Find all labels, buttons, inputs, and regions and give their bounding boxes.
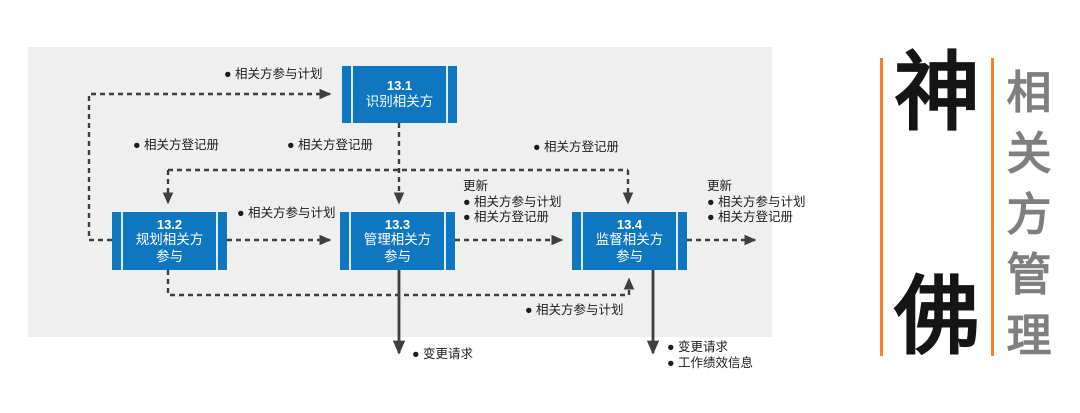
brand-characters: 神 佛 xyxy=(886,50,988,360)
vertical-title: 相 关 方 管 理 xyxy=(1000,70,1058,358)
label-plan-13.2-to-13.4: ● 相关方参与计划 xyxy=(525,303,624,317)
accent-rule-left xyxy=(880,58,883,356)
process-name: 管理相关方 参与 xyxy=(363,232,432,264)
label-outputs-13.4: ● 变更请求 ● 工作绩效信息 xyxy=(667,340,753,371)
update-title: 更新 xyxy=(463,179,489,193)
process-box-13.4: 13.4 监督相关方 参与 xyxy=(572,212,687,270)
output-item: ● 工作绩效信息 xyxy=(667,355,754,370)
output-item: ● 变更请求 xyxy=(667,340,729,354)
update-item: ● 相关方参与计划 xyxy=(707,194,806,209)
process-box-13.3: 13.3 管理相关方 参与 xyxy=(340,212,455,270)
process-code: 13.1 xyxy=(386,78,413,94)
label-register-to-13.4: ● 相关方登记册 xyxy=(533,140,620,154)
label-plan-to-13.1: ● 相关方参与计划 xyxy=(224,67,323,81)
update-title: 更新 xyxy=(707,179,733,193)
label-register-to-13.3: ● 相关方登记册 xyxy=(287,138,374,152)
label-updates-13.3-to-13.4: 更新 ● 相关方参与计划 ● 相关方登记册 xyxy=(463,179,562,226)
title-char: 理 xyxy=(1006,310,1052,361)
process-box-13.1: 13.1 识别相关方 xyxy=(342,66,457,123)
process-name: 监督相关方 参与 xyxy=(595,232,664,264)
brand-char-bottom: 佛 xyxy=(894,269,980,365)
update-item: ● 相关方参与计划 xyxy=(463,194,562,209)
label-plan-13.2-to-13.3: ● 相关方参与计划 xyxy=(237,206,336,220)
process-code: 13.3 xyxy=(384,216,411,232)
title-char: 相 xyxy=(1006,67,1052,118)
process-box-13.2: 13.2 规划相关方 参与 xyxy=(112,212,227,270)
update-item: ● 相关方登记册 xyxy=(707,210,794,224)
process-name: 识别相关方 xyxy=(365,94,434,110)
title-char: 管 xyxy=(1006,249,1052,301)
process-code: 13.4 xyxy=(616,216,643,232)
accent-rule-right xyxy=(991,58,994,356)
label-updates-13.4-out: 更新 ● 相关方参与计划 ● 相关方登记册 xyxy=(707,179,806,226)
label-register-to-13.2: ● 相关方登记册 xyxy=(133,138,220,152)
brand-char-top: 神 xyxy=(894,45,980,141)
title-char: 关 xyxy=(1006,127,1052,179)
label-change-request-13.3: ● 变更请求 xyxy=(412,347,474,361)
update-item: ● 相关方登记册 xyxy=(463,210,550,224)
process-code: 13.2 xyxy=(156,216,183,232)
process-name: 规划相关方 参与 xyxy=(135,232,204,264)
title-char: 方 xyxy=(1006,188,1052,240)
